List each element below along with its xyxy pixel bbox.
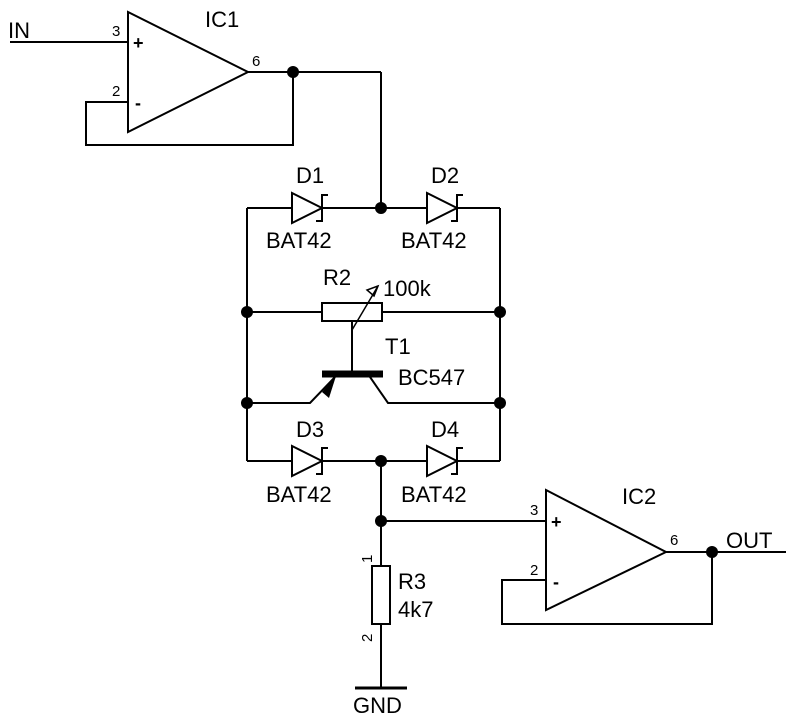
ic1-pin3-label: 3 xyxy=(112,23,120,40)
ground-label: GND xyxy=(353,693,402,718)
r3-body xyxy=(371,565,391,625)
r3-pin1-label: 1 xyxy=(359,555,376,563)
r2-value-label: 100k xyxy=(383,276,432,301)
d2-body xyxy=(426,191,460,225)
junction-top-center xyxy=(375,202,387,214)
d2-label: D2 xyxy=(431,163,459,188)
t1-emitter-arrow xyxy=(322,376,336,398)
d3-label: D3 xyxy=(296,417,324,442)
ic2: 3 2 + - IC2 6 OUT xyxy=(501,484,786,625)
r2-adjust-arrow xyxy=(351,285,379,331)
r3-pin2-label: 2 xyxy=(359,634,376,642)
r2-body xyxy=(321,302,383,322)
output-label: OUT xyxy=(726,528,772,553)
diode-bridge: D1 BAT42 D2 BAT42 R2 100k T1 xyxy=(241,163,506,507)
d1-body xyxy=(291,191,325,225)
diode-d2: D2 BAT42 xyxy=(401,163,467,253)
d4-schottky-bar xyxy=(451,447,463,475)
r2-label: R2 xyxy=(323,265,351,290)
junction-r2-left xyxy=(241,306,253,318)
junction-t1-right xyxy=(494,397,506,409)
ic1: IN 3 2 + - IC1 6 xyxy=(8,7,382,208)
d4-part-label: BAT42 xyxy=(401,482,467,507)
ic1-minus-sign: - xyxy=(135,93,141,113)
t1-emitter-lead xyxy=(247,376,336,404)
t1-label: T1 xyxy=(385,334,411,359)
d3-body xyxy=(291,444,325,478)
junction-t1-left xyxy=(241,397,253,409)
ic2-pin2-label: 2 xyxy=(530,562,538,579)
ic1-feedback-wire xyxy=(85,72,294,146)
input-label: IN xyxy=(8,18,30,43)
d4-label: D4 xyxy=(431,417,459,442)
diode-d4: D4 BAT42 xyxy=(401,417,467,507)
ic2-feedback-wire xyxy=(501,552,713,625)
junction-r2-right xyxy=(494,306,506,318)
ic2-plus-sign: + xyxy=(551,512,562,532)
r3-label: R3 xyxy=(398,569,426,594)
resistor-r3: 1 2 R3 4k7 xyxy=(359,555,433,642)
junction-ic1-output xyxy=(287,66,299,78)
ic2-pin3-label: 3 xyxy=(530,502,538,519)
d2-schottky-bar xyxy=(451,194,463,222)
potentiometer-r2: R2 100k xyxy=(321,265,432,331)
ic1-opamp-symbol xyxy=(127,10,251,134)
d3-part-label: BAT42 xyxy=(266,482,332,507)
transistor-t1: T1 BC547 xyxy=(247,334,500,404)
d4-body xyxy=(426,444,460,478)
ic2-pin6-label: 6 xyxy=(670,532,678,549)
d1-label: D1 xyxy=(296,163,324,188)
junction-ic2-output xyxy=(706,546,718,558)
ic1-pin2-label: 2 xyxy=(112,83,120,100)
ic1-plus-sign: + xyxy=(133,33,144,53)
t1-part-label: BC547 xyxy=(398,365,465,390)
diode-d1: D1 BAT42 xyxy=(266,163,332,253)
ic1-label: IC1 xyxy=(205,7,239,32)
d2-part-label: BAT42 xyxy=(401,228,467,253)
r3-value-label: 4k7 xyxy=(398,597,433,622)
r2-arrowhead xyxy=(365,284,380,298)
diode-d3: D3 BAT42 xyxy=(266,417,332,507)
d3-schottky-bar xyxy=(316,447,328,475)
ic2-opamp-symbol xyxy=(545,488,669,612)
ic1-pin6-label: 6 xyxy=(252,53,260,70)
output-stage: 1 2 R3 4k7 GND 3 2 + - IC2 6 OUT xyxy=(353,461,786,718)
d1-part-label: BAT42 xyxy=(266,228,332,253)
ic2-label: IC2 xyxy=(622,484,656,509)
t1-collector-lead xyxy=(369,376,500,404)
d1-schottky-bar xyxy=(316,194,328,222)
ic2-minus-sign: - xyxy=(553,572,559,592)
